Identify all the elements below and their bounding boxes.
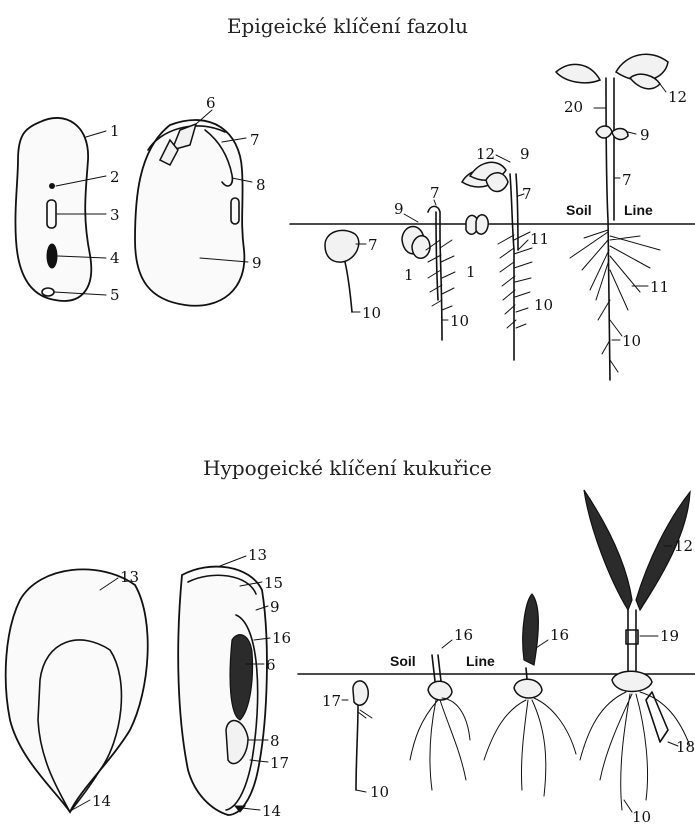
label-14-int: 14: [262, 802, 281, 820]
bean-dark-spot: [47, 244, 57, 268]
corn-grain-exterior: [6, 569, 148, 812]
label-16-stage2: 16: [454, 626, 473, 644]
label-2-hilum: 2: [110, 168, 120, 186]
label-8-radicle: 8: [256, 176, 266, 194]
label-12-stage4: 12: [476, 145, 495, 163]
label-16-coleoptile: 16: [272, 629, 291, 647]
label-7-stage2: 7: [430, 184, 440, 202]
label-10-stage2: 10: [450, 312, 469, 330]
bean-seed-interior: [135, 110, 252, 306]
line-label-top: Line: [624, 202, 653, 218]
bean-hilum-dot: [50, 184, 55, 189]
label-9-stage4: 9: [520, 145, 530, 163]
label-9-stage5: 9: [640, 126, 650, 144]
label-10-corn-stage4: 10: [632, 808, 651, 826]
label-7-stage4: 7: [522, 185, 532, 203]
label-18-corn: 18: [676, 738, 695, 756]
label-7-stage5: 7: [622, 171, 632, 189]
label-16-stage3: 16: [550, 626, 569, 644]
label-4: 4: [110, 249, 120, 267]
corn-stage-3: [484, 594, 576, 796]
corn-grain-interior: [178, 556, 270, 815]
label-14-ext: 14: [92, 792, 111, 810]
label-12-stage5: 12: [668, 88, 687, 106]
label-11-stage4: 11: [530, 230, 549, 248]
label-9-stage2: 9: [394, 200, 404, 218]
label-15-endosperm: 15: [264, 574, 283, 592]
label-6-int: 6: [266, 656, 276, 674]
label-19-corn: 19: [660, 627, 679, 645]
label-9-scutellum: 9: [270, 598, 280, 616]
corn-stage-2: [410, 640, 470, 790]
label-10-stage4: 10: [534, 296, 553, 314]
line-label-bottom: Line: [466, 653, 495, 669]
bean-seed-exterior: [15, 118, 106, 301]
soil-label-top: Soil: [566, 202, 592, 218]
label-7-stage1: 7: [368, 236, 378, 254]
label-8-int: 8: [270, 732, 280, 750]
label-3-micropyle: 3: [110, 206, 120, 224]
label-10-stage1: 10: [362, 304, 381, 322]
label-9-cotyledon: 9: [252, 254, 262, 272]
label-7-hypocotyl: 7: [250, 131, 260, 149]
label-12-corn: 12: [674, 537, 693, 555]
corn-stage-1: [342, 681, 372, 792]
label-10-stage5: 10: [622, 332, 641, 350]
label-11-stage5: 11: [650, 278, 669, 296]
label-1-seed-coat: 1: [110, 122, 120, 140]
label-13-int: 13: [248, 546, 267, 564]
label-1-stage2: 1: [404, 266, 414, 284]
label-20-stage5: 20: [564, 98, 583, 116]
label-5-raphe: 5: [110, 286, 120, 304]
label-6-plumule: 6: [206, 94, 216, 112]
label-1-stage3: 1: [466, 263, 476, 281]
soil-label-bottom: Soil: [390, 653, 416, 669]
bean-stage-3: [466, 215, 488, 235]
label-10-corn-stage1: 10: [370, 783, 389, 801]
bean-stage-1: [325, 230, 366, 312]
label-17-stage1: 17: [322, 692, 341, 710]
label-13-pericarp: 13: [120, 568, 139, 586]
label-17-coleorhiza: 17: [270, 754, 289, 772]
